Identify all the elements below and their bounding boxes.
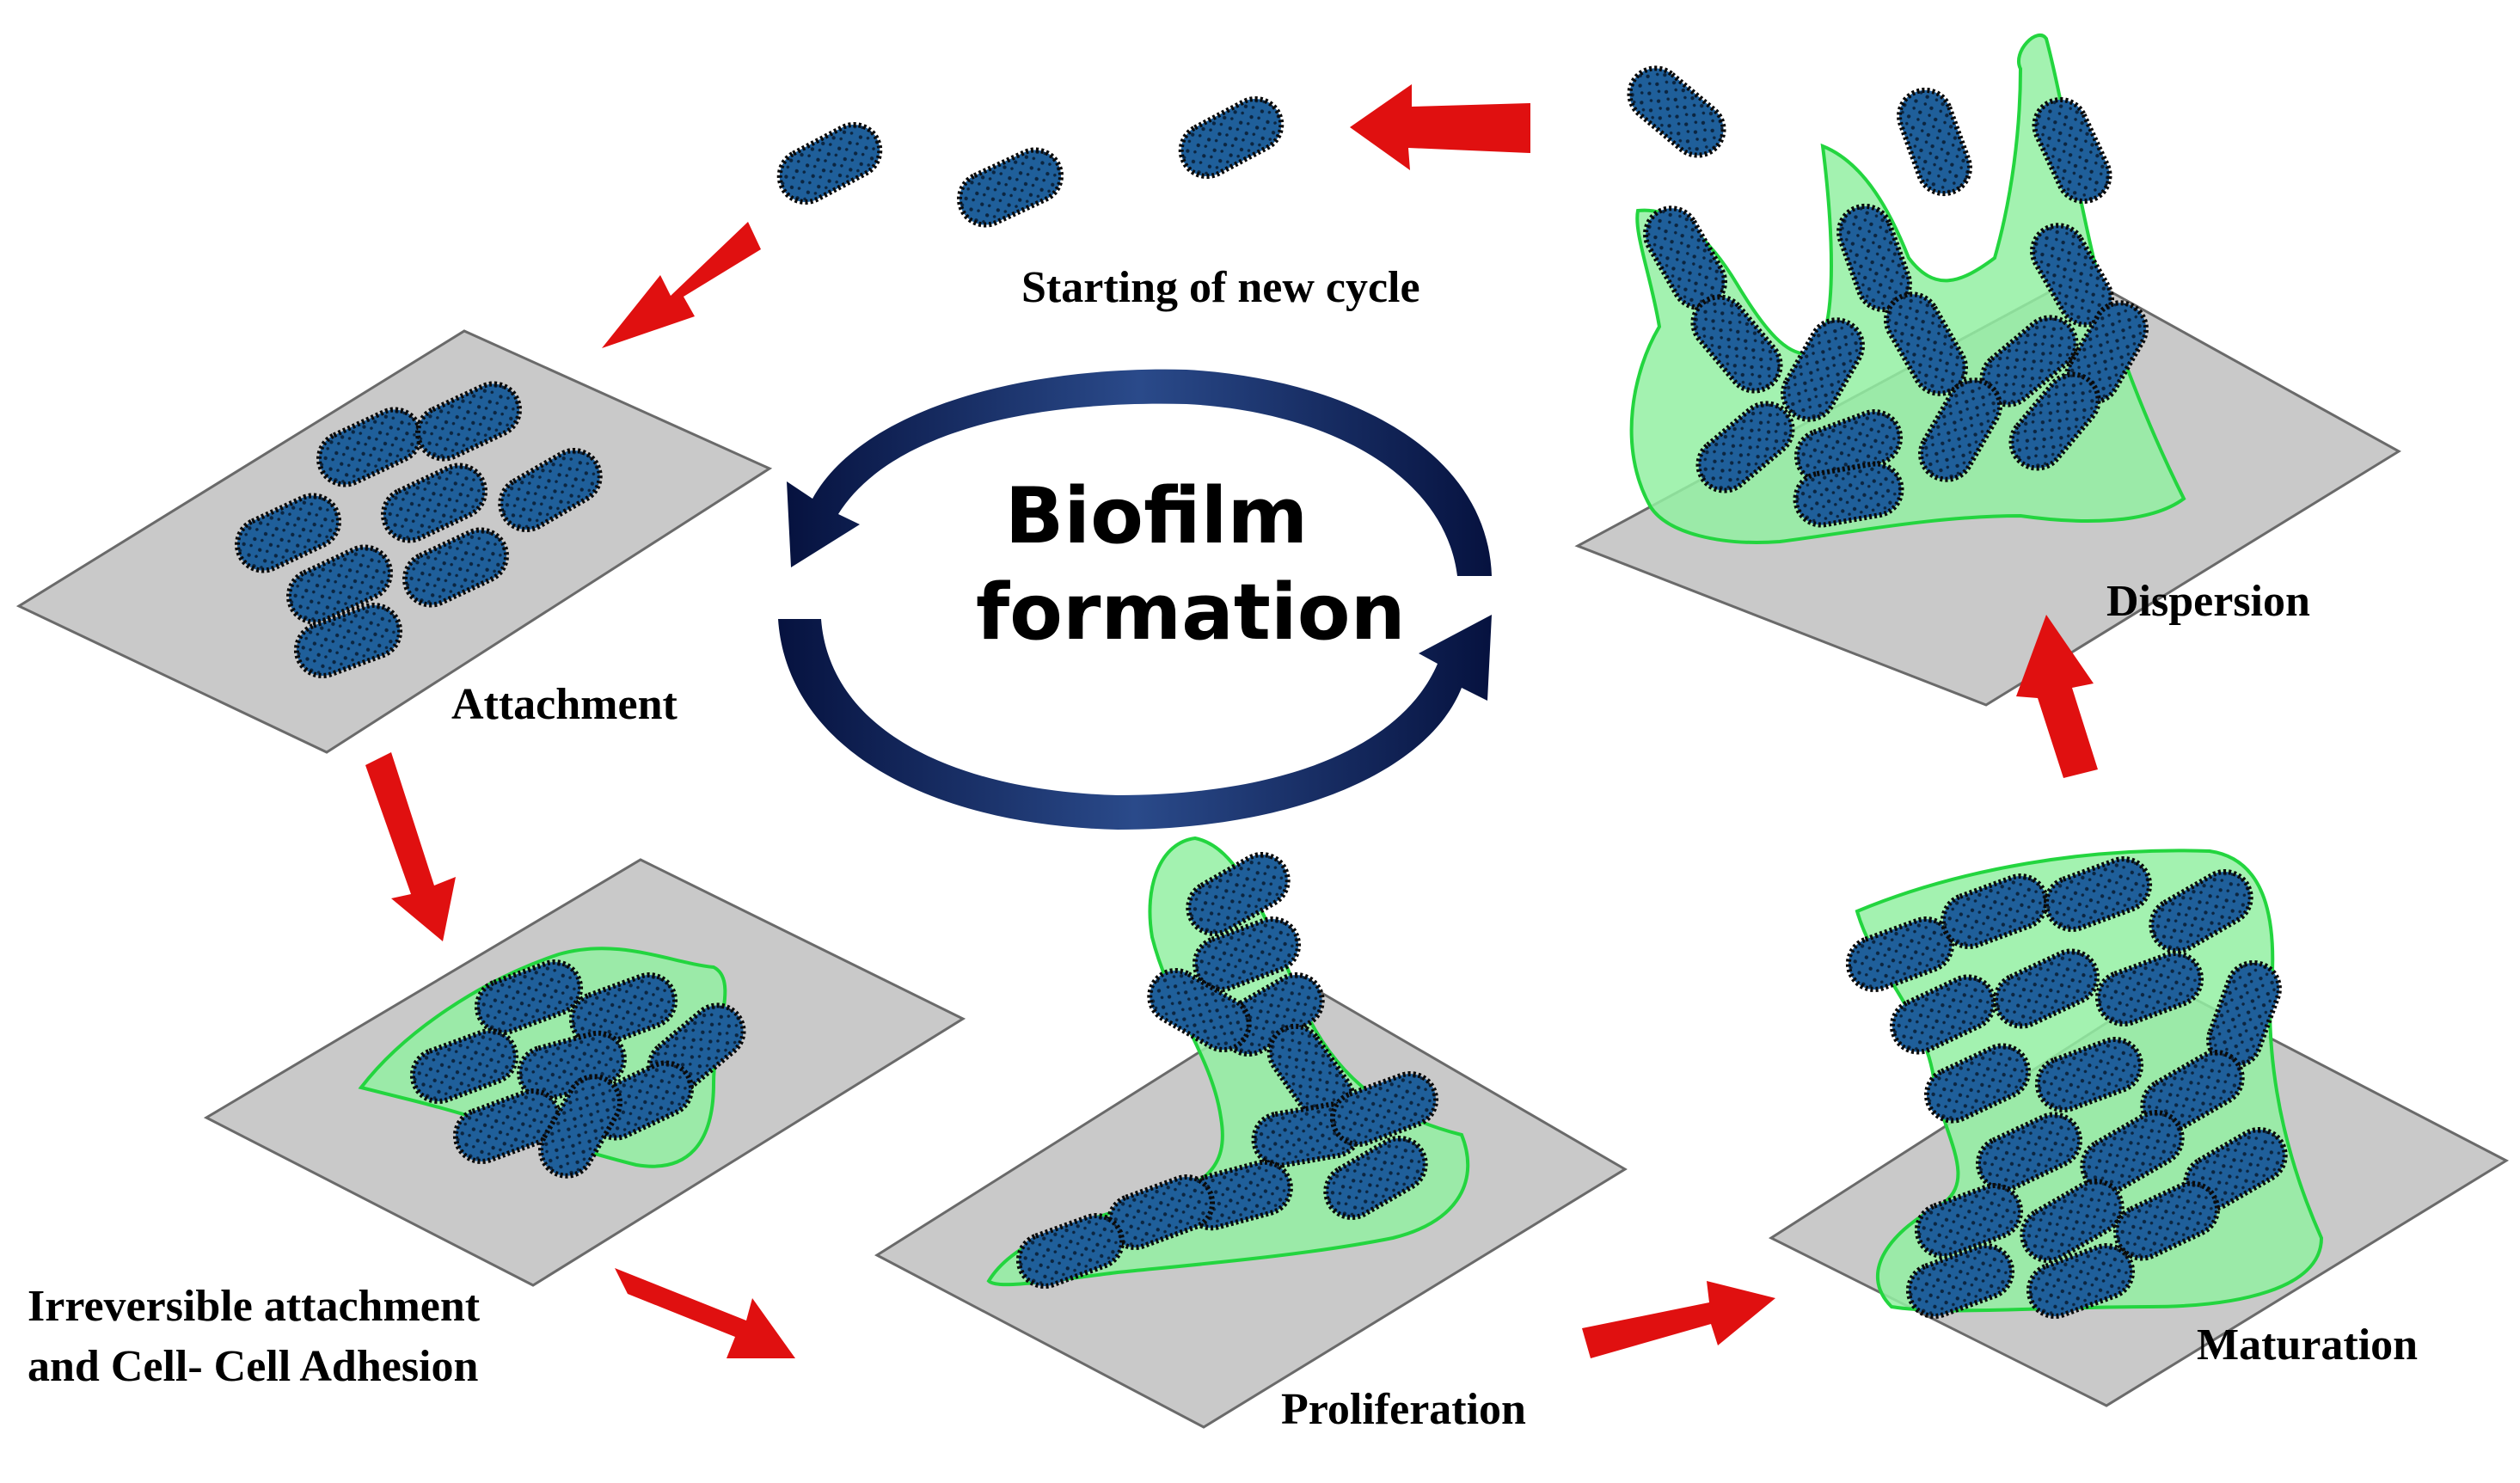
arrow-dispersion-to-cycle — [1350, 84, 1530, 170]
arrow-attachment-to-irreversible — [365, 752, 456, 941]
free-cell-1 — [770, 115, 889, 211]
cycle-arrow-bottom — [778, 615, 1492, 830]
arrow-irreversible-to-proliferation — [615, 1268, 795, 1358]
arrow-maturation-to-dispersion — [2016, 615, 2098, 778]
diagram-title: Biofilm formation — [976, 469, 1406, 661]
label-proliferation: Proliferation — [1281, 1385, 1526, 1434]
label-irreversible-line1: Irreversible attachment — [28, 1282, 481, 1331]
free-cell-4 — [1619, 58, 1734, 166]
free-cell-5 — [1892, 83, 1977, 200]
label-new-cycle: Starting of new cycle — [1021, 263, 1420, 312]
title-line-2: formation — [976, 567, 1406, 658]
label-dispersion: Dispersion — [2106, 577, 2310, 626]
label-maturation: Maturation — [2197, 1321, 2419, 1370]
surface-attachment — [15, 329, 773, 754]
arrow-to-attachment — [602, 222, 761, 348]
free-cell-3 — [1172, 89, 1291, 185]
cycle-arrow-top — [787, 369, 1492, 576]
label-irreversible-line2: and Cell- Cell Adhesion — [28, 1342, 479, 1391]
arrow-proliferation-to-maturation — [1582, 1281, 1775, 1358]
free-cell-2 — [951, 142, 1070, 234]
title-line-1: Biofilm — [1004, 471, 1309, 561]
label-attachment: Attachment — [451, 680, 678, 729]
